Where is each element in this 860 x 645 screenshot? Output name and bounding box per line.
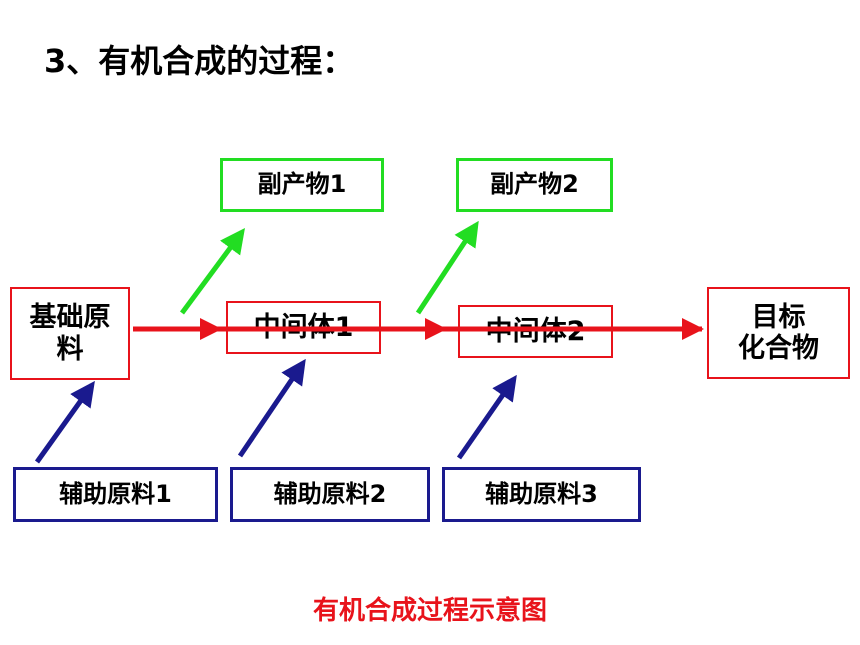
auxiliary-1-arrow bbox=[34, 380, 95, 464]
auxiliary-material-2-label: 辅助原料2 bbox=[273, 479, 387, 508]
byproduct-2-arrow bbox=[415, 220, 479, 315]
auxiliary-material-3-box: 辅助原料3 bbox=[442, 467, 641, 522]
auxiliary-material-1-box: 辅助原料1 bbox=[13, 467, 218, 522]
base-material-line-1: 基础原 bbox=[29, 302, 111, 334]
byproduct-1-box: 副产物1 bbox=[220, 158, 384, 212]
auxiliary-material-3-label: 辅助原料3 bbox=[485, 479, 598, 508]
base-material-line-2: 料 bbox=[56, 333, 84, 365]
target-line-2: 化合物 bbox=[738, 333, 819, 364]
main-flow-arrowhead-2 bbox=[425, 318, 447, 340]
auxiliary-material-1-label: 辅助原料1 bbox=[59, 479, 172, 508]
auxiliary-2-arrow bbox=[237, 358, 306, 458]
byproduct-1-arrow bbox=[179, 227, 245, 315]
main-flow-arrowhead-3 bbox=[682, 318, 704, 340]
auxiliary-3-arrow bbox=[456, 374, 517, 460]
byproduct-2-box: 副产物2 bbox=[456, 158, 613, 212]
target-line-1: 目标 bbox=[751, 301, 806, 333]
diagram-caption: 有机合成过程示意图 bbox=[312, 596, 547, 626]
byproduct-2-label: 副产物2 bbox=[490, 170, 579, 199]
main-flow-arrowhead-1 bbox=[200, 318, 222, 340]
auxiliary-material-2-box: 辅助原料2 bbox=[230, 467, 430, 522]
base-material-box: 基础原 料 bbox=[10, 287, 130, 380]
target-compound-box: 目标 化合物 bbox=[707, 287, 850, 379]
page-title: 3、有机合成的过程： bbox=[44, 42, 355, 80]
byproduct-1-label: 副产物1 bbox=[257, 170, 347, 199]
